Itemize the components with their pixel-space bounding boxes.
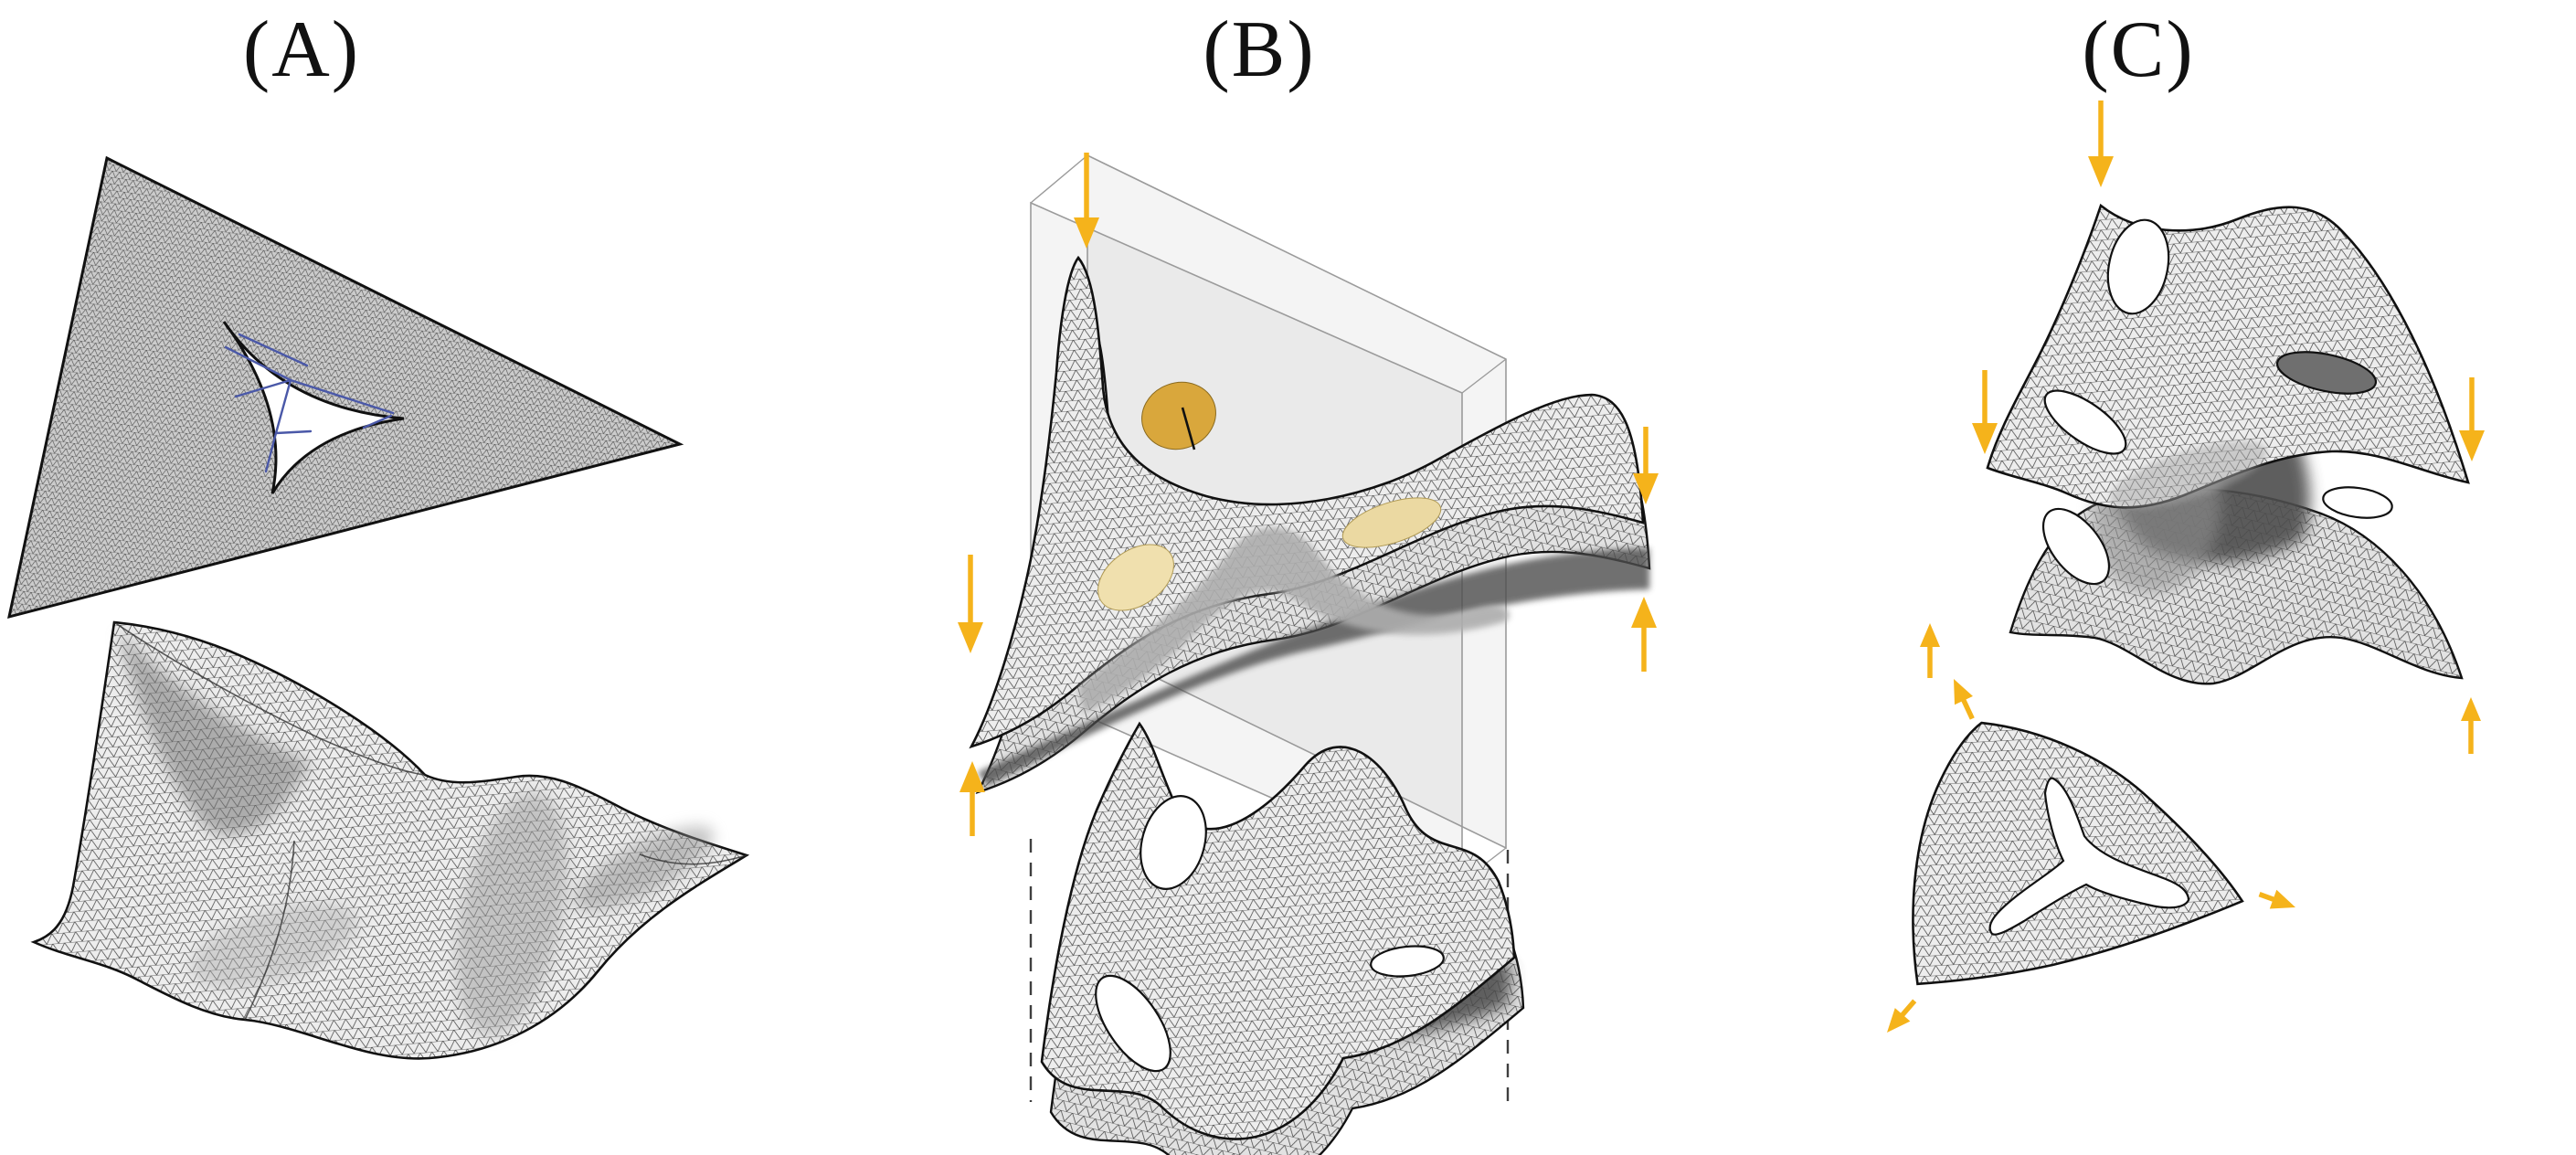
panel-a-coarse-edges (224, 333, 395, 473)
force-up-left-icon (959, 761, 985, 836)
force-down-left-icon (1972, 370, 1998, 454)
sheet-hole (2275, 351, 2378, 395)
force-down-right-icon (2459, 377, 2485, 461)
panel-a-deformed-surface (30, 620, 750, 1060)
sheet-hole (2106, 218, 2170, 315)
panel-c-sheet-pair-contact (1986, 203, 2470, 685)
panel-a (7, 155, 750, 1060)
panel-c-flat-mesh (1912, 721, 2244, 986)
panel-c (1912, 203, 2470, 986)
stretch-down-left-icon (1887, 999, 1917, 1033)
panel-label-a: (A) (242, 5, 361, 94)
contact-patch-gold (1141, 381, 1216, 450)
sheet-hole (1370, 945, 1445, 978)
force-up-bottom-right-icon (2461, 697, 2481, 754)
sheet-hole (2041, 507, 2111, 586)
contact-patch-pale-left (1097, 544, 1174, 611)
sheet-hole (2322, 486, 2393, 519)
release-up-left-diagonal-icon (1954, 679, 1975, 720)
panel-b (969, 154, 1651, 1155)
force-down-top-center-icon (2088, 101, 2114, 187)
stretch-right-icon (2258, 889, 2295, 909)
force-down-top-left-icon (1074, 153, 1099, 249)
panel-b-sheet-pair-compressed (969, 255, 1651, 795)
contact-normal-pin (1181, 407, 1196, 450)
force-up-right-icon (1631, 597, 1657, 672)
contact-patch-pale-right (1341, 497, 1442, 548)
sheet-hole (2043, 389, 2127, 455)
sheet-hole (1095, 974, 1171, 1073)
panel-a-flat-mesh (7, 155, 684, 620)
release-up-left-icon (1920, 623, 1940, 678)
force-down-right-icon (1633, 427, 1659, 504)
sheet-hole (1140, 795, 1207, 890)
force-down-left-icon (958, 555, 983, 653)
panel-b-sheet-pair-remeshed (1040, 721, 1525, 1155)
force-arrow-layer (958, 101, 2485, 1033)
panel-label-b: (B) (1203, 5, 1316, 94)
panel-label-c: (C) (2082, 5, 2195, 94)
pinwheel-hole (1988, 777, 2190, 936)
